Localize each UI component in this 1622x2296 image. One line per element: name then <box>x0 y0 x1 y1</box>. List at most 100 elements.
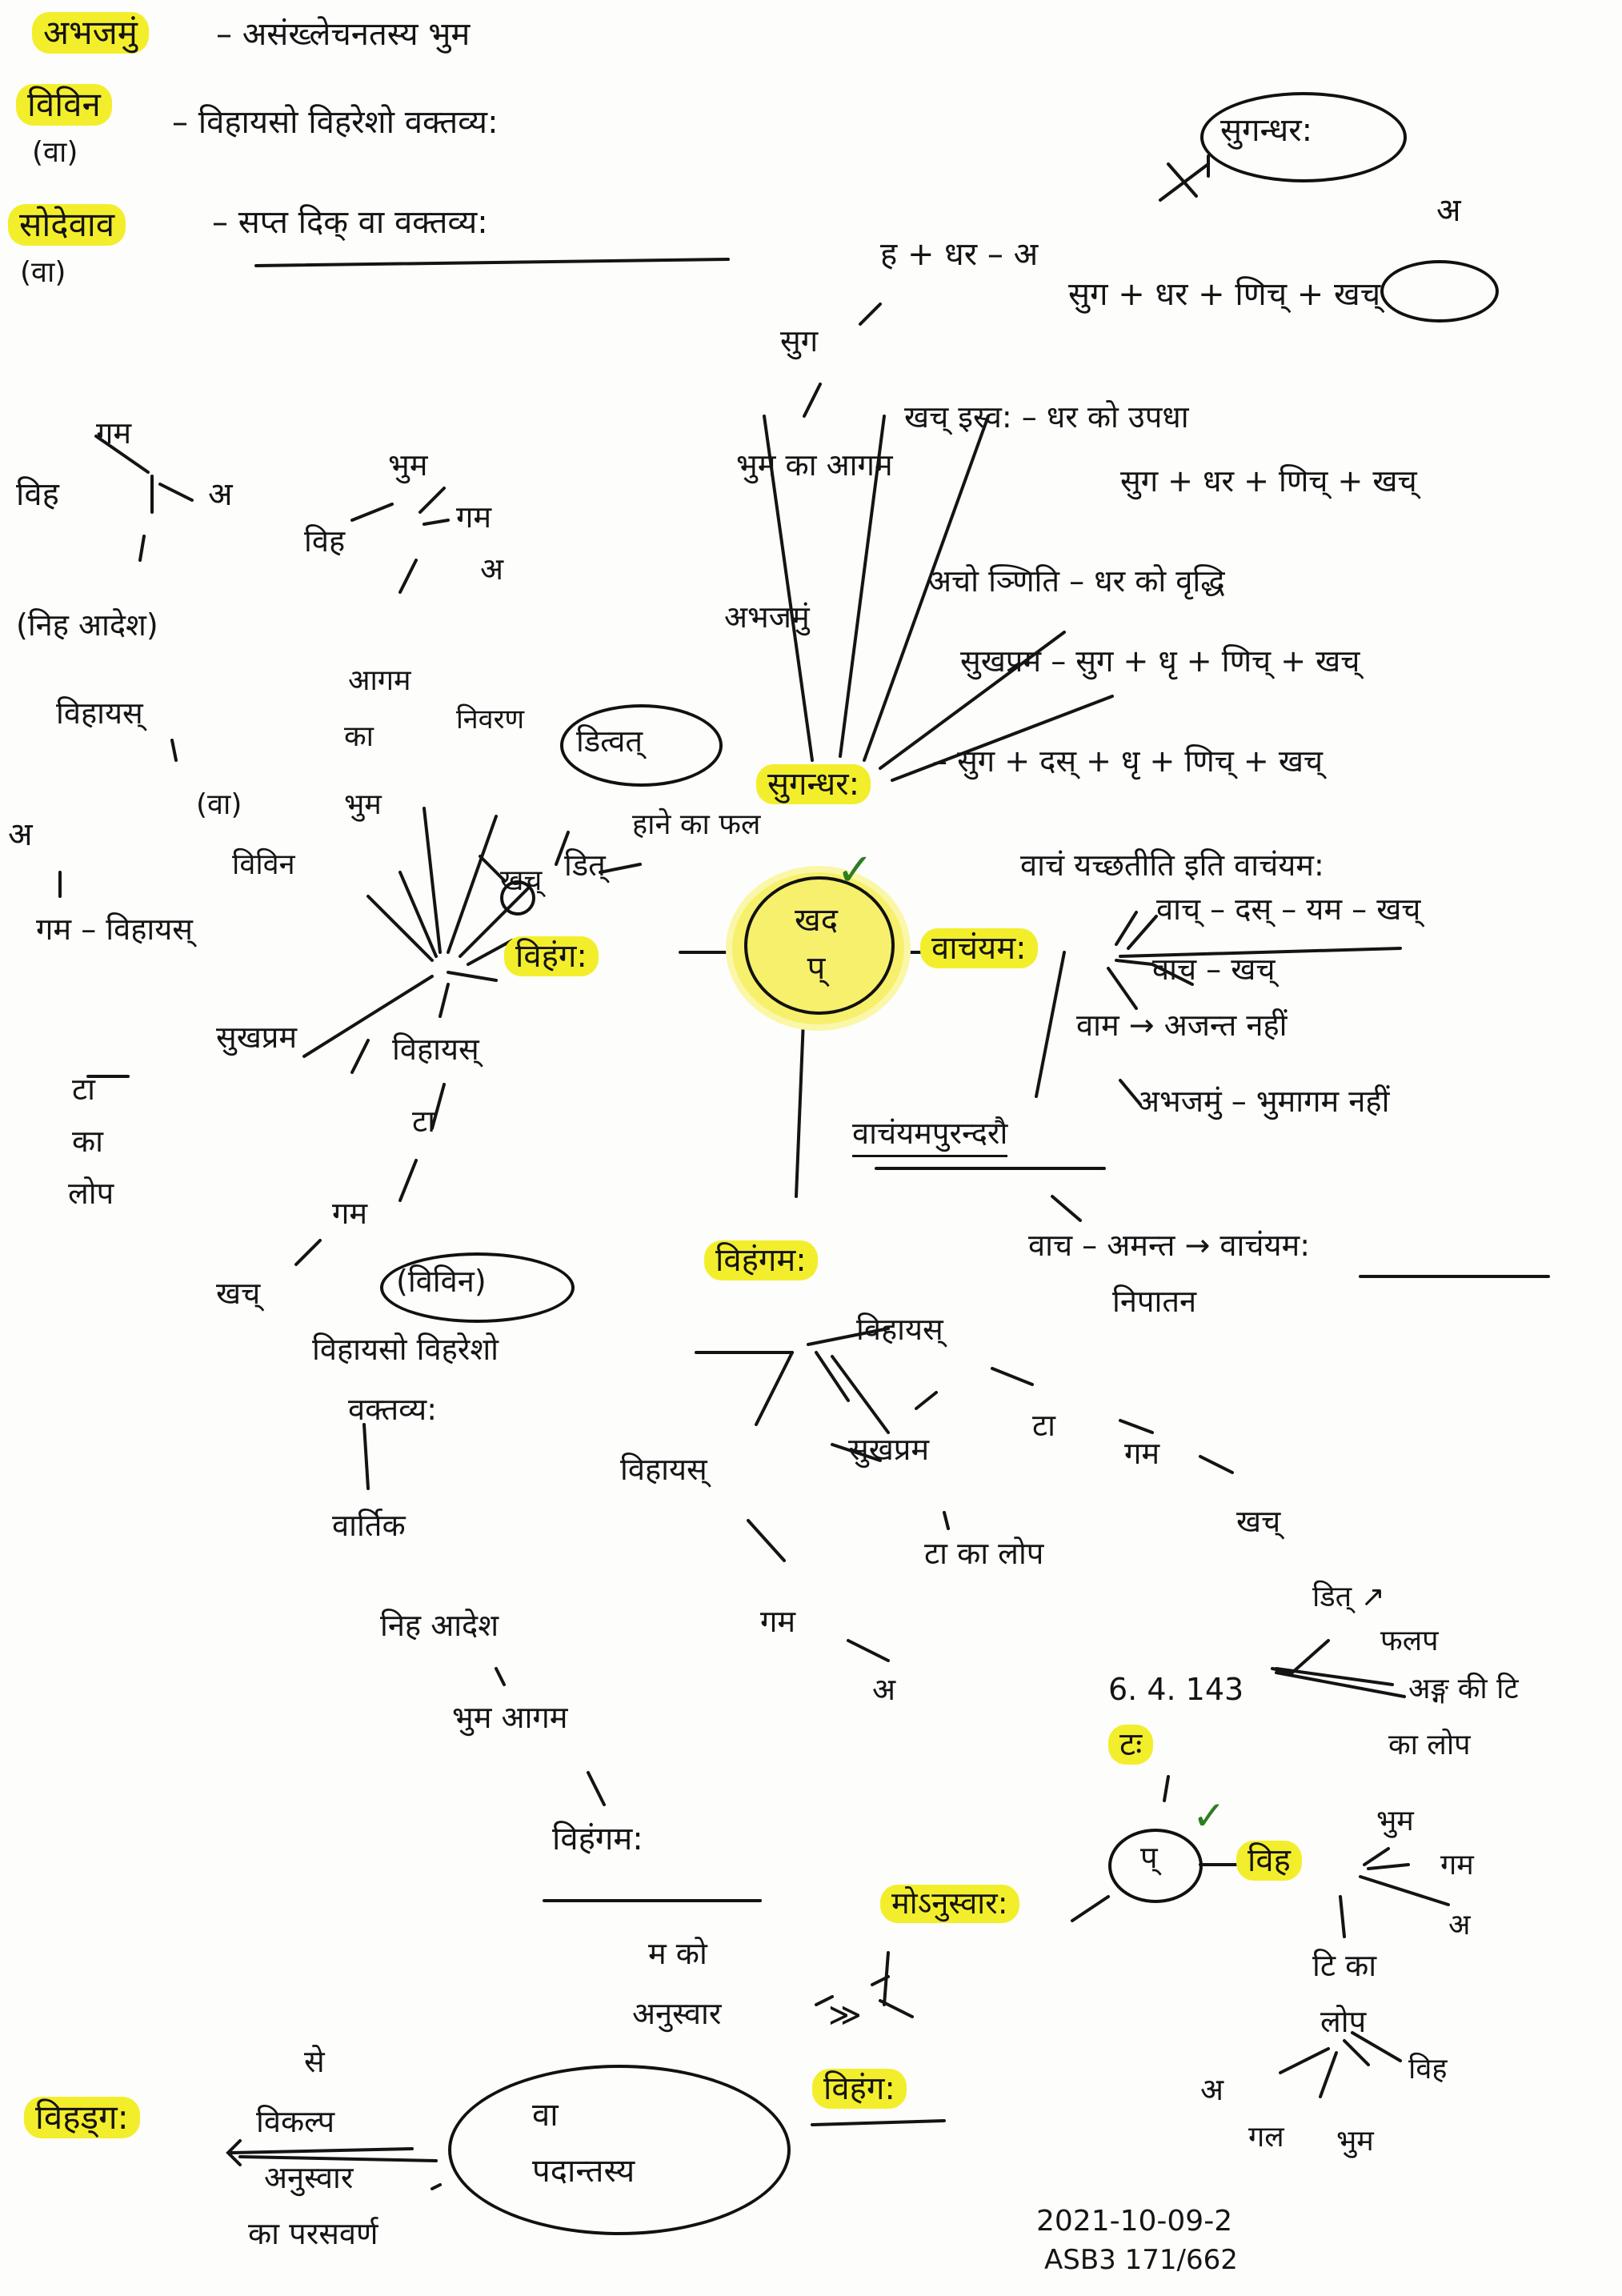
padantasya-ring <box>448 2065 791 2235</box>
pad-label: पदान्तस्य <box>532 2153 635 2190</box>
vg-gam2: गम <box>760 1604 796 1639</box>
p-circle <box>1108 1829 1203 1903</box>
rule-2: सुग + धर + णिच् + खच् <box>1068 276 1381 313</box>
sug-label: सुग <box>780 323 819 359</box>
ll-gam: गम <box>332 1196 368 1231</box>
connector <box>1339 1895 1346 1938</box>
tl-vivin: विविन <box>232 848 295 881</box>
connector <box>238 2155 438 2162</box>
vg-gam: गम <box>1124 1436 1160 1471</box>
k-ka: का <box>344 720 374 753</box>
connector <box>1035 951 1066 1098</box>
connector <box>1071 1895 1110 1922</box>
k-phal: हाने का फल <box>632 808 761 841</box>
p-mark: प् <box>1140 1840 1158 1875</box>
vach-1: वाचं यच्छतीति इति वाचंयम: <box>1020 847 1324 883</box>
connector <box>1107 967 1138 1010</box>
arrow-gt: ≫ <box>828 1997 862 2034</box>
connector <box>831 1443 882 1462</box>
connector <box>439 983 450 1018</box>
ref-code: ASB3 171/662 <box>1044 2244 1238 2276</box>
tl-sukh: सुखप्रम <box>216 1020 298 1055</box>
ta-label: टः <box>1108 1725 1154 1765</box>
m-ko: म को <box>648 1936 707 1971</box>
ll-vartik: वार्तिक <box>332 1508 406 1543</box>
bb-bhum: भुम <box>1376 1805 1414 1837</box>
connector <box>1127 915 1158 950</box>
vg-ta-lop: टा का लोप <box>924 1536 1044 1571</box>
connector <box>1163 1775 1170 1802</box>
tl-gam: गम <box>96 415 132 451</box>
connector <box>398 559 418 594</box>
connector <box>254 258 730 267</box>
tl-gam2: गम – विहायस् <box>36 912 193 947</box>
tl-a: अ <box>208 476 233 513</box>
connector <box>366 895 434 962</box>
mohi-label: मोऽनुस्वार: <box>880 1885 1019 1923</box>
mid-a: अ <box>480 551 504 587</box>
ref-sutra: 6. 4. 143 <box>1108 1672 1244 1707</box>
k-ditvat: डित्वत् <box>576 723 643 759</box>
vach-2: वाच – खच् <box>1152 952 1276 987</box>
vg-ta: टा <box>1032 1408 1055 1443</box>
connector <box>138 535 146 562</box>
ll-nih: निह आदेश <box>380 1608 499 1643</box>
rule-3: भुम का आगम <box>736 447 893 483</box>
vg-vihayas: विहायस् <box>856 1312 943 1347</box>
ll-vivin: (विविन) <box>396 1264 487 1299</box>
connector <box>1275 1667 1394 1686</box>
rule-5: अभजमुं <box>724 599 810 635</box>
tl-ta: टा <box>72 1072 95 1107</box>
def-2-term: विविन <box>16 84 112 126</box>
sugandhar-top-ring <box>1200 92 1407 182</box>
kapar-label: का परसवर्ण <box>248 2216 378 2251</box>
connector <box>479 855 506 882</box>
connector <box>158 483 194 502</box>
connector <box>1367 1863 1410 1870</box>
ll-bhum-agam: भुम आगम <box>452 1700 568 1735</box>
connector <box>815 1995 834 2006</box>
k-dit: डित् <box>564 847 606 883</box>
vach-1b: वाच् – दस् – यम – खच् <box>1156 892 1421 927</box>
vikalpa-label: विकल्प <box>256 2104 335 2139</box>
connector <box>170 739 178 762</box>
ditvat-ring <box>560 704 723 787</box>
tl-a2: अ <box>8 816 33 853</box>
ll-vv2: वक्तव्य: <box>348 1392 437 1427</box>
connector <box>1159 162 1210 202</box>
connector <box>879 631 1066 770</box>
connector <box>599 863 642 874</box>
date-stamp: 2021-10-09-2 <box>1036 2205 1233 2238</box>
def-3-text: – सप्त दिक् वा वक्तव्य: <box>212 204 488 241</box>
se-label: से <box>304 2044 325 2079</box>
bb-lop: लोप <box>1320 2004 1367 2039</box>
top-a: अ <box>1436 192 1461 229</box>
vach-7: निपातन <box>1112 1284 1197 1319</box>
d-dit: डित् ↗ <box>1312 1581 1385 1613</box>
connector <box>362 1423 370 1490</box>
connector <box>1319 2051 1338 2098</box>
connector <box>555 831 570 866</box>
hub-check-icon: ✓ <box>836 844 874 896</box>
connector <box>915 1391 938 1410</box>
connector <box>419 487 446 514</box>
bb-gam: गम <box>1440 1849 1474 1881</box>
connector <box>859 303 882 326</box>
k-bhum: भुम <box>344 788 382 821</box>
connector <box>294 1239 322 1266</box>
ll-vihayas: विहायस् <box>392 1032 479 1067</box>
connector <box>230 2147 414 2154</box>
d-ka-lop: का लोप <box>1388 1729 1471 1761</box>
bb-a2: अ <box>1200 2072 1224 2107</box>
connector <box>1343 2039 1370 2066</box>
vachamyam-label: वाचंयम: <box>920 928 1038 968</box>
rule-8: – सुग + दस् + धृ + णिच् + खच् <box>932 743 1324 779</box>
rule-4b: सुग + धर + णिच् + खच् <box>1120 463 1417 499</box>
connector <box>1199 1455 1234 1474</box>
connector <box>1363 1847 1390 1866</box>
vihang2-label: विहंग: <box>812 2069 907 2109</box>
connector <box>943 1511 950 1530</box>
connector <box>1119 1419 1154 1434</box>
connector <box>587 1771 606 1806</box>
ll-vihangam: विहंगम: <box>552 1821 643 1857</box>
